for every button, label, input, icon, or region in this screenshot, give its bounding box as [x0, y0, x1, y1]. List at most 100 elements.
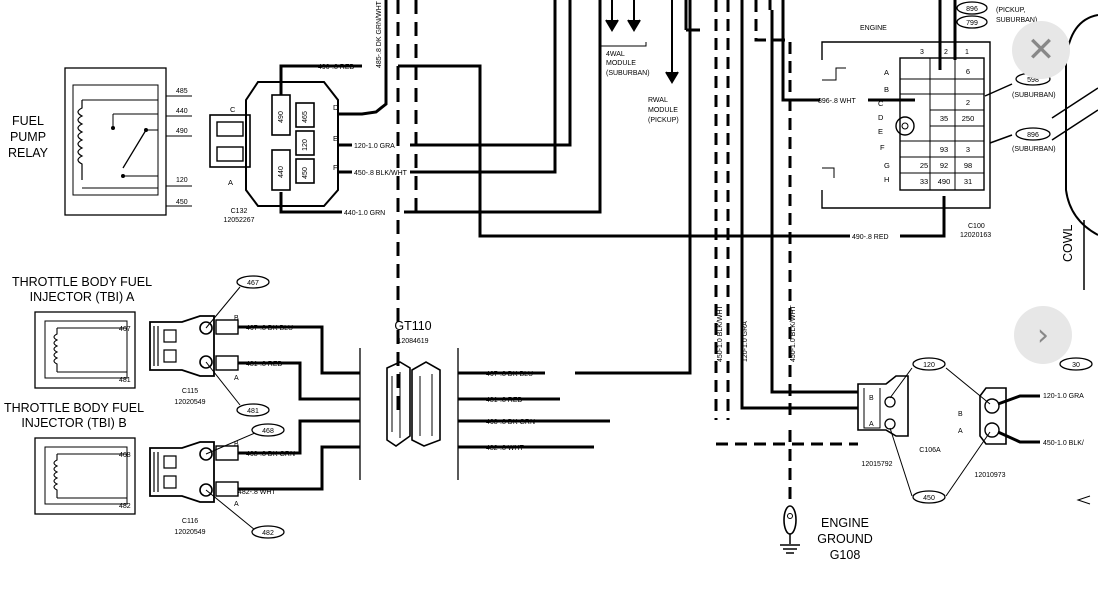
c106a-name: C106A — [919, 447, 941, 454]
c132-wiring — [279, 0, 946, 410]
relay-title-line-3: RELAY — [8, 146, 49, 160]
c100-row: C — [878, 99, 884, 108]
c132-body — [245, 81, 339, 207]
wire-label: 450-1.0 BLK/WHT — [790, 304, 797, 362]
c132-letter: F — [333, 163, 338, 172]
gt110-body — [386, 361, 411, 447]
relay-pin-label: 120 — [176, 177, 188, 184]
c100-name: C100 — [968, 223, 985, 230]
ground-label: ENGINE — [821, 516, 869, 530]
c132-name: C132 — [231, 208, 248, 215]
gt110: GT110 12084619 467-.8 DK BLU 481-.8 RED … — [359, 319, 535, 480]
c132-cavity: 450 — [302, 167, 309, 179]
relay-pin-label: 490 — [176, 128, 188, 135]
gt110-part: 12084619 — [397, 338, 428, 345]
c100-col: 2 — [944, 49, 948, 56]
wire-label: 490-.8 RED — [852, 234, 889, 241]
c115-callout: 481 — [247, 408, 259, 415]
c106a-letter: A — [958, 428, 963, 435]
c132-cavity: 440 — [278, 166, 285, 178]
c116-letter: A — [234, 501, 239, 508]
module-4wal: 4WAL — [606, 51, 625, 58]
c100-connector: ENGINE A B C D E F G H 3 2 1 6 2 35 250 … — [821, 25, 991, 239]
c116-letter: B — [234, 441, 239, 448]
wire-label: 467-.8 DK BLU — [486, 371, 533, 378]
c100-cell: 92 — [940, 161, 948, 170]
c100-note: (SUBURBAN) — [1012, 146, 1056, 153]
c106a-right-body — [979, 387, 1007, 445]
relay-inner — [72, 84, 159, 196]
c100-callout: 896 — [1027, 132, 1039, 139]
c100-col: 3 — [920, 49, 924, 56]
c100-row: B — [884, 85, 889, 94]
c132-latch — [209, 114, 251, 168]
relay-title-line-1: FUEL — [12, 114, 44, 128]
ground-terminal — [783, 505, 797, 535]
wire-label: 896-.8 WHT — [818, 98, 856, 105]
relay-box — [64, 67, 167, 216]
c100-body — [899, 57, 985, 191]
c100-bolt — [895, 116, 915, 136]
c100-cell: 3 — [966, 145, 970, 154]
c106a-callout: 450 — [923, 495, 935, 502]
wire-label: 482-.8 WHT — [486, 445, 524, 452]
injector-wiring — [238, 0, 692, 491]
injector-b-pin: 482 — [119, 503, 131, 510]
wire-label: 485-.8 DK GRN/WHT — [376, 0, 383, 68]
wire-label: 440-1.0 GRN — [344, 210, 385, 217]
c115-part: 12020549 — [174, 399, 205, 406]
relay-pin-label: 450 — [176, 199, 188, 206]
c106a-letter: A — [869, 421, 874, 428]
module-4wal: (SUBURBAN) — [606, 70, 650, 77]
c100-note: (SUBURBAN) — [1012, 92, 1056, 99]
fuel-pump-relay: FUEL PUMP RELAY 485 440 490 120 450 — [8, 67, 192, 216]
c100-row: E — [878, 127, 883, 136]
next-button[interactable]: › — [1014, 306, 1072, 364]
c116-callout: 482 — [262, 530, 274, 537]
module-rwal: (PICKUP) — [648, 117, 679, 124]
c132-connector: C A 490 465 120 440 450 D E F C132 12052… — [209, 81, 339, 224]
injector-a-title: THROTTLE BODY FUEL — [12, 275, 152, 289]
c116-name: C116 — [182, 518, 198, 525]
c100-cell: 98 — [964, 161, 972, 170]
c100-cell: 35 — [940, 114, 948, 123]
c100-callout — [956, 15, 988, 29]
wire-label: 490-.8 RED — [318, 64, 355, 71]
gt110-name: GT110 — [394, 319, 431, 333]
c100-note: (PICKUP, — [996, 7, 1025, 14]
relay-switch — [122, 129, 147, 169]
injector-b: THROTTLE BODY FUEL INJECTOR (TBI) B 468 … — [4, 401, 295, 539]
wire-label: 481-.8 RED — [486, 397, 523, 404]
c100-row: A — [884, 68, 889, 77]
chevron-right-icon: › — [1037, 317, 1049, 353]
c132-letter: C — [230, 105, 236, 114]
ground-label: G108 — [830, 548, 861, 562]
c100-cell: 6 — [966, 67, 970, 76]
wire-label: 468-.8 DK GRN — [486, 419, 535, 426]
c100-callout: 598 — [1027, 77, 1039, 84]
close-button[interactable]: ✕ — [1012, 21, 1070, 79]
c100-callout: 896 — [966, 6, 978, 13]
c100-cell: 490 — [938, 177, 951, 186]
wire-label: 450-1.0 BLK/ — [1043, 440, 1084, 447]
c132-letter: E — [333, 134, 338, 143]
relay-pin-label: 485 — [176, 88, 188, 95]
c100-part: 12020163 — [960, 232, 991, 239]
wire-label: 450-1.0 BLK/WHT — [717, 304, 724, 362]
injector-a-pin: 467 — [119, 326, 131, 333]
injector-b-title: THROTTLE BODY FUEL — [4, 401, 144, 415]
c100-wiring — [781, 0, 1013, 144]
vertical-trunk — [714, 0, 858, 505]
c132-part: 12052267 — [223, 217, 254, 224]
c100-cell: 250 — [962, 114, 975, 123]
wire-label: 450-.8 BLK/WHT — [354, 170, 408, 177]
c106a-callout: 30 — [1072, 362, 1080, 369]
c100-cell: 31 — [964, 177, 972, 186]
wire-label: 120-1.0 GRA — [354, 143, 395, 150]
c100-callout: 799 — [966, 20, 978, 27]
relay-pin-label: 440 — [176, 108, 188, 115]
c100-cell: 25 — [920, 161, 928, 170]
injector-b-coil — [53, 454, 59, 498]
c132-letter: D — [333, 103, 339, 112]
